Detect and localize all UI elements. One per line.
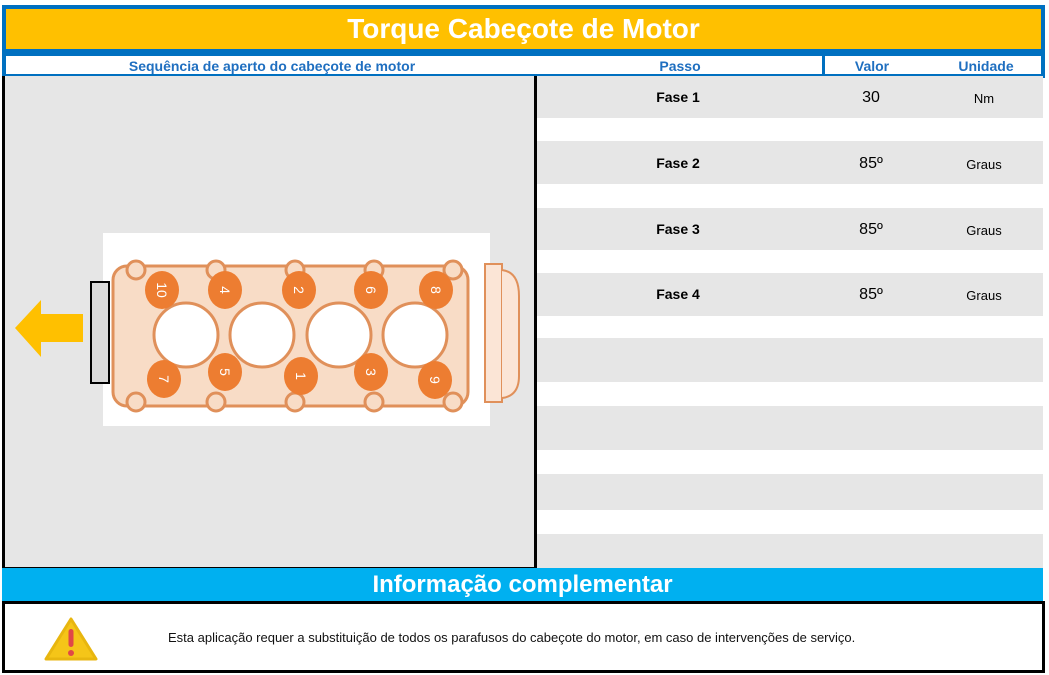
row-divider — [537, 510, 1043, 534]
table-row: Fase 3 85º Graus — [537, 221, 1043, 241]
bolt-4: 4 — [208, 271, 242, 309]
table-row: Fase 2 85º Graus — [537, 155, 1043, 175]
bolt-5: 5 — [208, 353, 242, 391]
step-value: 85º — [859, 221, 883, 238]
bolt-2: 2 — [282, 271, 316, 309]
row-divider — [537, 250, 1043, 273]
step-label: Fase 1 — [656, 89, 700, 105]
bolt-7: 7 — [147, 360, 181, 398]
bolt-9: 9 — [418, 361, 452, 399]
header-unit: Unidade — [958, 58, 1014, 74]
row-divider — [537, 118, 1043, 141]
bolt-10: 10 — [145, 271, 179, 309]
warning-icon — [44, 617, 98, 661]
step-unit: Graus — [966, 288, 1002, 303]
bolt-8: 8 — [419, 271, 453, 309]
info-title: Informação complementar — [2, 568, 1043, 602]
step-unit: Graus — [966, 223, 1002, 238]
cylinder-head-diagram — [15, 233, 520, 426]
table-row: Fase 4 85º Graus — [537, 286, 1043, 306]
info-note-text: Esta aplicação requer a substituição de … — [168, 630, 856, 645]
info-note-box: Esta aplicação requer a substituição de … — [2, 601, 1045, 673]
header-step: Passo — [659, 58, 701, 74]
step-label: Fase 3 — [656, 221, 700, 237]
step-label: Fase 2 — [656, 155, 700, 171]
step-unit: Graus — [966, 157, 1002, 172]
bolt-3: 3 — [354, 353, 388, 391]
row-divider — [537, 184, 1043, 208]
step-value: 85º — [859, 155, 883, 172]
step-value: 85º — [859, 286, 883, 303]
bolt-6: 6 — [354, 271, 388, 309]
exhaust-arrow-icon — [15, 300, 83, 357]
row-divider — [537, 316, 1043, 338]
bolt-1: 1 — [284, 357, 318, 395]
table-row: Fase 1 30 Nm — [537, 89, 1043, 109]
step-label: Fase 4 — [656, 286, 700, 302]
steps-table: Fase 1 30 Nm Fase 2 85º Graus Fase 3 85º… — [537, 76, 1043, 568]
header-divider — [822, 56, 825, 74]
table-header: Sequência de aperto do cabeçote de motor… — [2, 52, 1045, 78]
tightening-sequence-panel: 10 4 2 6 8 7 5 1 3 9 — [2, 76, 537, 570]
header-sequence: Sequência de aperto do cabeçote de motor — [128, 58, 416, 74]
row-divider — [537, 382, 1043, 406]
row-divider — [537, 450, 1043, 474]
step-unit: Nm — [973, 91, 995, 106]
step-value: 30 — [862, 89, 880, 106]
header-value: Valor — [854, 58, 890, 74]
page-title: Torque Cabeçote de Motor — [2, 5, 1045, 53]
